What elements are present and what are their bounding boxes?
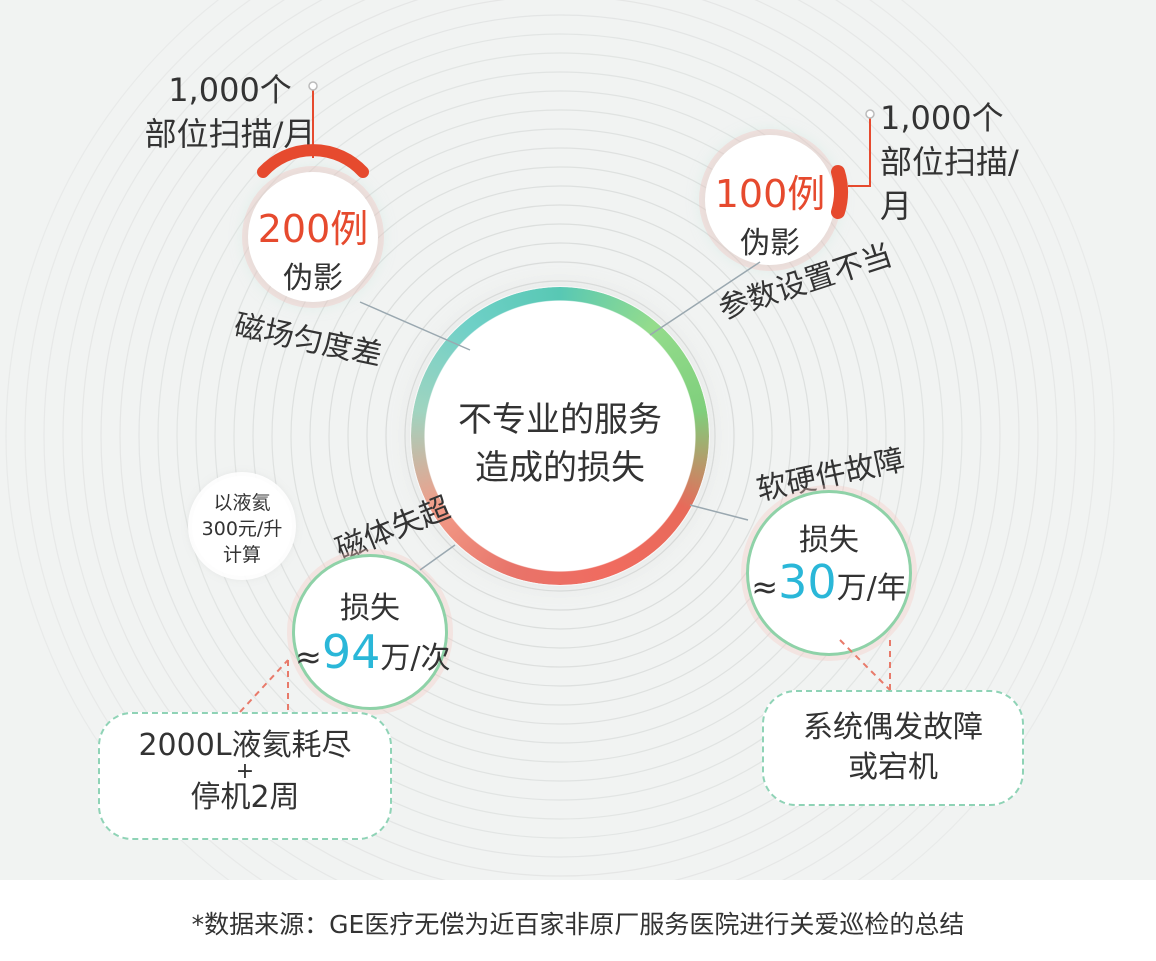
bottom-left-note-line2: 300元/升 xyxy=(201,518,283,540)
connectors-layer xyxy=(239,81,891,713)
background-ring xyxy=(24,0,1096,880)
center-circle: 不专业的服务 造成的损失 xyxy=(411,287,709,585)
top-right-circle: 100例 伪影 xyxy=(705,135,835,265)
bottom-right-loss-value: ≈30万/年 xyxy=(749,555,909,609)
bottom-left-note-line3: 计算 xyxy=(222,544,261,566)
top-left-callout-line2: 部位扫描/月 xyxy=(144,115,316,153)
background-ring xyxy=(309,185,811,687)
diagram-canvas: 不专业的服务 造成的损失 1,000个 部位扫描/月 200例 伪影 磁场匀度差… xyxy=(0,0,1156,880)
top-left-callout-dot xyxy=(308,81,318,91)
bottom-right-unit: 万/年 xyxy=(836,571,907,606)
bottom-left-bubble: 2000L液氦耗尽 + 停机2周 xyxy=(98,712,392,840)
top-left-unit: 伪影 xyxy=(283,261,343,296)
bottom-left-bubble-line1: 2000L液氦耗尽 xyxy=(138,728,352,763)
top-left-callout: 1,000个 部位扫描/月 xyxy=(140,68,320,156)
background-ring xyxy=(176,52,944,820)
top-right-callout-line2: 部位扫描/月 xyxy=(880,143,1019,225)
background-ring xyxy=(100,0,1020,880)
background-ring xyxy=(290,166,830,706)
background-ring xyxy=(385,261,735,611)
bottom-right-value: 30 xyxy=(778,555,837,609)
top-right-unit: 伪影 xyxy=(740,226,800,261)
center-title-line1: 不专业的服务 xyxy=(458,400,662,440)
top-left-link xyxy=(359,301,471,351)
background-ring xyxy=(271,147,849,725)
bottom-right-dashed-tail xyxy=(839,639,891,691)
top-left-callout-line1: 1,000个 xyxy=(168,71,292,109)
center-title: 不专业的服务 造成的损失 xyxy=(420,396,700,492)
top-left-red-arc xyxy=(257,144,369,178)
bottom-left-bubble-line3: 停机2周 xyxy=(190,780,300,815)
bottom-left-circle: 损失 ≈94万/次 xyxy=(292,554,450,710)
bottom-right-bubble-line1: 系统偶发故障 xyxy=(803,710,983,745)
background-ring xyxy=(119,0,1001,877)
top-right-link xyxy=(649,261,761,336)
bottom-left-note-circle: 以液氦 300元/升 计算 xyxy=(192,476,292,576)
background-ring xyxy=(195,71,925,801)
top-right-callout-dot xyxy=(865,109,875,119)
center-title-line2: 造成的损失 xyxy=(475,448,645,488)
background-ring xyxy=(81,0,1039,880)
bottom-right-circle: 损失 ≈30万/年 xyxy=(746,490,912,656)
bottom-left-bubble-line2: + xyxy=(235,759,255,784)
background-ring xyxy=(404,280,716,592)
top-right-callout-line xyxy=(848,116,871,187)
top-right-count: 100例 xyxy=(714,172,826,216)
background-ring xyxy=(233,109,887,763)
background-ring xyxy=(366,242,754,630)
top-right-callout-line1: 1,000个 xyxy=(880,99,1004,137)
bottom-left-unit: 万/次 xyxy=(380,641,451,676)
background-ring xyxy=(252,128,868,744)
bottom-left-link xyxy=(419,544,456,571)
bottom-right-bubble: 系统偶发故障 或宕机 xyxy=(762,690,1024,806)
footnote: *数据来源：GE医疗无偿为近百家非原厂服务医院进行关爱巡检的总结 xyxy=(191,910,965,939)
background-ring xyxy=(138,14,982,858)
center-gradient-ring xyxy=(411,287,709,585)
top-left-count: 200例 xyxy=(257,207,369,251)
bottom-left-note-line1: 以液氦 xyxy=(213,492,271,514)
bottom-right-bubble-line2: 或宕机 xyxy=(848,750,938,785)
top-right-red-arc xyxy=(831,165,848,219)
bottom-right-approx: ≈ xyxy=(751,568,779,606)
background-ring xyxy=(328,204,792,668)
bottom-left-loss-label: 损失 xyxy=(340,591,400,626)
background-ring xyxy=(43,0,1077,880)
bottom-left-dashed-tail xyxy=(239,659,289,713)
background-ring xyxy=(5,0,1115,880)
top-right-callout: 1,000个 部位扫描/月 xyxy=(880,96,1050,228)
background-rings xyxy=(5,0,1115,880)
background-ring xyxy=(62,0,1058,880)
bottom-right-loss-label: 损失 xyxy=(799,523,859,558)
bottom-left-value: 94 xyxy=(321,625,381,679)
background-ring xyxy=(157,33,963,839)
top-left-circle: 200例 伪影 xyxy=(248,172,378,302)
background-ring xyxy=(214,90,906,782)
background-ring xyxy=(347,223,773,649)
bottom-left-loss-value: ≈94万/次 xyxy=(295,625,450,679)
bottom-right-link xyxy=(689,504,749,521)
bottom-left-approx: ≈ xyxy=(295,638,322,676)
